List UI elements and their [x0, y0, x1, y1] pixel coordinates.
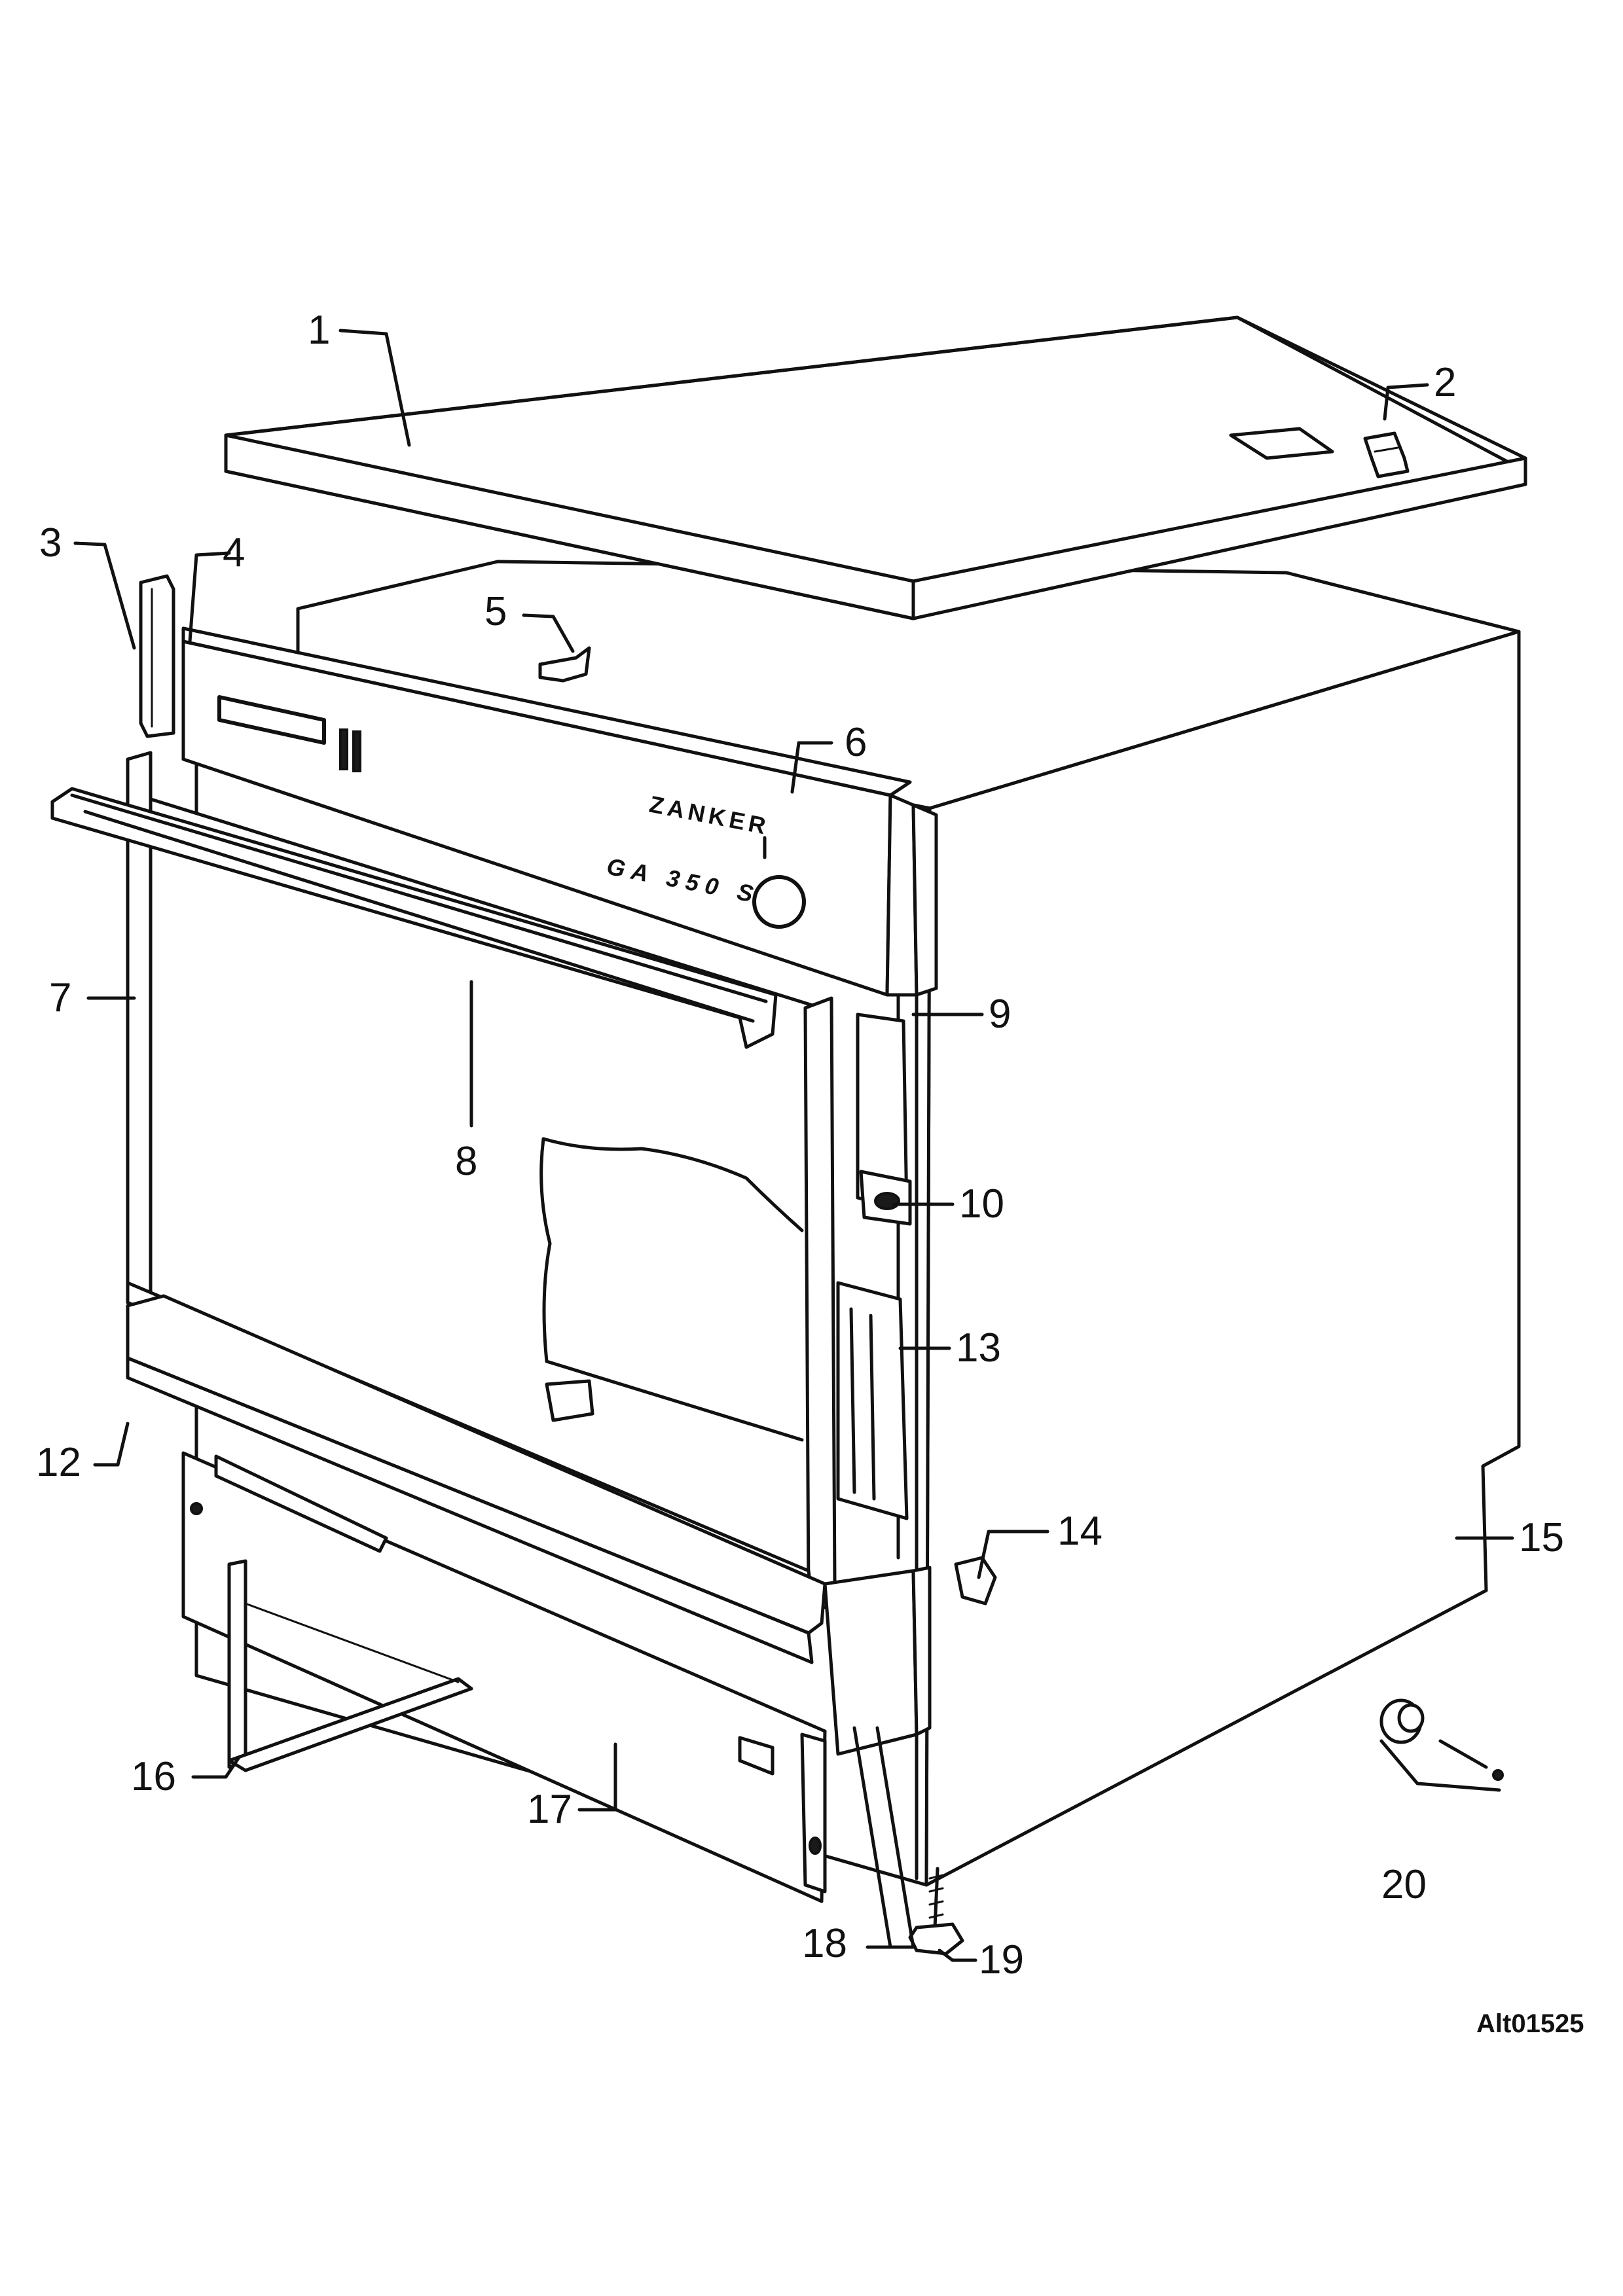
hinge-parts	[836, 1013, 997, 1605]
callout-19: 19	[979, 1937, 1024, 1982]
callout-labels: 1 2 3 4 5 6 7 8 9 10 12 13 14 15 16 17 1…	[36, 308, 1564, 1982]
callout-15: 15	[1519, 1515, 1564, 1560]
hinge-pin-part-20	[1379, 1698, 1504, 1792]
bracket-part-16	[227, 1559, 473, 1772]
callout-14: 14	[1057, 1509, 1103, 1554]
side-trim-part-3	[139, 574, 175, 738]
mounting-bracket-part-2	[1229, 427, 1410, 478]
control-panel: ZANKER GA 350 S	[181, 626, 938, 997]
callout-1: 1	[308, 308, 330, 353]
drawing-reference-code: Alt01525	[1476, 2009, 1584, 2038]
callout-17: 17	[527, 1787, 572, 1832]
callout-7: 7	[49, 975, 71, 1020]
callout-10: 10	[959, 1181, 1004, 1227]
callout-2: 2	[1434, 360, 1456, 405]
callout-16: 16	[131, 1754, 176, 1799]
callout-3: 3	[39, 520, 62, 565]
callout-5: 5	[484, 589, 507, 634]
callout-18: 18	[802, 1921, 847, 1966]
clip-part-5	[538, 646, 591, 683]
callout-4: 4	[223, 530, 245, 575]
callout-13: 13	[956, 1325, 1001, 1371]
plinth-panels	[126, 1294, 932, 1903]
callout-8: 8	[455, 1139, 477, 1184]
callout-12: 12	[36, 1440, 81, 1485]
callout-9: 9	[989, 992, 1011, 1037]
callout-6: 6	[845, 720, 867, 765]
worktop	[224, 315, 1527, 620]
leader-lines	[73, 329, 1514, 1962]
callout-20: 20	[1381, 1862, 1427, 1907]
